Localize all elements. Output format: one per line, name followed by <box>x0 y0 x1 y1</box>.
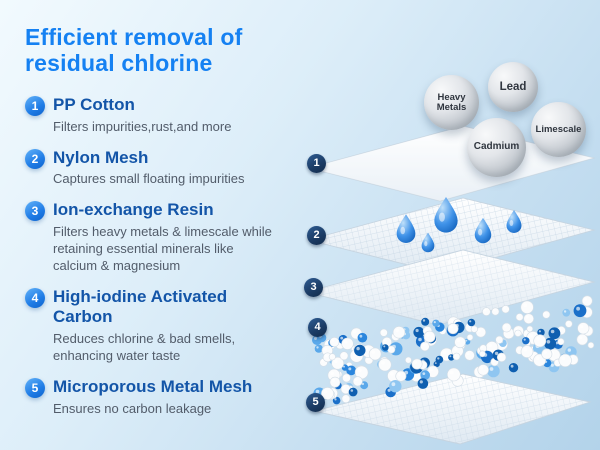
contaminant-sphere-lead: Lead <box>488 62 538 112</box>
contaminant-label: Cadmium <box>473 141 520 153</box>
left-text-column: Efficient removal of residual chlorine 1… <box>25 24 325 417</box>
step-heading: Microporous Metal Mesh <box>53 376 253 396</box>
step-number-badge: 2 <box>25 148 45 169</box>
step-number-badge: 5 <box>25 377 45 398</box>
step-text: High-iodine Activated Carbon Reduces chl… <box>53 287 285 365</box>
step-heading: Nylon Mesh <box>53 147 149 167</box>
step-nylon-mesh: 2 Nylon Mesh Captures small floating imp… <box>25 148 325 189</box>
step-text: Nylon Mesh Captures small floating impur… <box>53 148 244 189</box>
step-ion-exchange-resin: 3 Ion-exchange Resin Filters heavy metal… <box>25 200 325 274</box>
filter-layer-3-ion-exchange-resin <box>304 249 596 326</box>
layer-marker-5: 5 <box>306 393 325 412</box>
filter-stack-illustration: Heavy Metals Lead Cadmium Limescale 1 2 … <box>278 46 600 450</box>
step-description: Filters impurities,rust,and more <box>53 118 232 134</box>
step-number-badge: 3 <box>25 201 45 222</box>
contaminant-label: Lead <box>499 80 527 93</box>
step-text: PP Cotton Filters impurities,rust,and mo… <box>53 95 231 136</box>
filter-steps-list: 1 PP Cotton Filters impurities,rust,and … <box>25 95 325 418</box>
step-heading: High-iodine Activated Carbon <box>53 286 228 327</box>
step-heading: PP Cotton <box>53 94 135 114</box>
page-title: Efficient removal of residual chlorine <box>25 24 243 77</box>
layer-marker-4: 4 <box>308 318 327 337</box>
step-description: Filters heavy metals & limescale while r… <box>53 223 272 273</box>
step-text: Microporous Metal Mesh Ensures no carbon… <box>53 377 252 418</box>
contaminant-label: Heavy Metals <box>436 91 467 113</box>
contaminant-sphere-limescale: Limescale <box>531 102 586 157</box>
step-description: Reduces chlorine & bad smells, enhancing… <box>53 331 236 363</box>
step-number-badge: 4 <box>25 287 45 308</box>
resin-carbon-beads <box>312 295 595 405</box>
step-activated-carbon: 4 High-iodine Activated Carbon Reduces c… <box>25 287 325 365</box>
filter-layer-5-metal-mesh <box>313 373 592 445</box>
step-number-badge: 1 <box>25 95 45 116</box>
step-text: Ion-exchange Resin Filters heavy metals … <box>53 200 275 274</box>
step-microporous-metal-mesh: 5 Microporous Metal Mesh Ensures no carb… <box>25 377 325 418</box>
contaminant-sphere-heavy-metals: Heavy Metals <box>424 75 479 130</box>
layer-marker-3: 3 <box>304 278 323 297</box>
contaminant-label: Limescale <box>535 123 582 135</box>
contaminant-sphere-cadmium: Cadmium <box>467 118 526 177</box>
step-description: Captures small floating impurities <box>53 171 245 187</box>
layer-marker-2: 2 <box>307 226 326 245</box>
step-description: Ensures no carbon leakage <box>53 400 212 416</box>
step-pp-cotton: 1 PP Cotton Filters impurities,rust,and … <box>25 95 325 136</box>
filter-layers-drawing <box>304 125 596 445</box>
layer-marker-1: 1 <box>307 154 326 173</box>
filter-layer-2-nylon-mesh <box>306 197 596 274</box>
step-heading: Ion-exchange Resin <box>53 200 214 220</box>
